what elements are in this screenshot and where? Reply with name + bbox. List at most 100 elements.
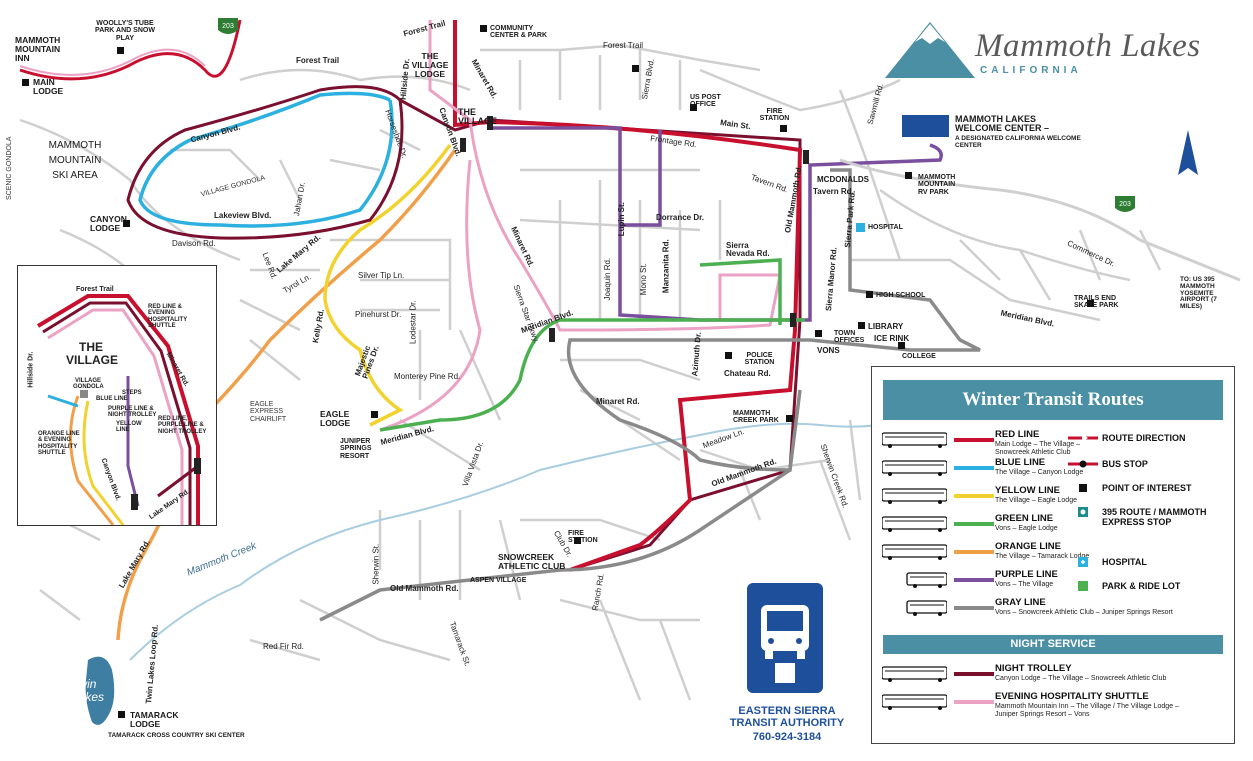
- logo-state: CALIFORNIA: [980, 65, 1082, 76]
- logo-mountain-icon: [885, 22, 975, 78]
- street-lupin: Lupin St.: [616, 202, 626, 237]
- legend-symbol: ROUTE DIRECTION: [1068, 433, 1227, 443]
- poi-eagle-lodge: EAGLE LODGE: [320, 409, 351, 428]
- esta-badge: EASTERN SIERRA TRANSIT AUTHORITY 760-924…: [722, 583, 852, 748]
- route-name: BLUE LINE: [995, 457, 1046, 468]
- route-desc: Main Lodge – The Village –: [995, 441, 1080, 448]
- route-desc2: Snowcreek Athletic Club: [995, 449, 1071, 456]
- legend-symbol-label: HOSPITAL: [1102, 557, 1147, 567]
- bus-icon: [881, 431, 948, 448]
- legend-symbol: HOSPITAL: [1078, 557, 1227, 567]
- street-red-fir: Red Fir Rd.: [263, 642, 304, 651]
- poi-rv-park: MAMMOTH MOUNTAIN RV PARK: [918, 174, 956, 196]
- poi-the-village: THE VILLAGE: [458, 107, 498, 127]
- street-old-mammoth-lower: Old Mammoth Rd.: [390, 584, 459, 593]
- poi-welcome-sub: A DESIGNATED CALIFORNIA WELCOME CENTER: [955, 135, 1081, 149]
- esta-name-line2: TRANSIT AUTHORITY: [729, 717, 845, 730]
- poi-mcdonalds: McDONALDS: [817, 175, 869, 184]
- poi-community-center: COMMUNITY CENTER & PARK: [490, 25, 548, 40]
- night-route-name: EVENING HOSPITALITY SHUTTLE: [995, 691, 1149, 702]
- inset-title: THE VILLAGE: [66, 340, 119, 367]
- poi-police: POLICE STATION: [744, 352, 775, 367]
- street-tavern-label: Tavern Rd.: [813, 187, 854, 196]
- night-service-title: NIGHT SERVICE: [883, 635, 1223, 654]
- poi-hospital: HOSPITAL: [868, 224, 903, 231]
- street-dorrance: Dorrance Dr.: [656, 213, 705, 222]
- gray-line: [319, 168, 981, 622]
- inset-forest-trail: Forest Trail: [76, 286, 114, 293]
- street-monterey: Monterey Pine Rd.: [394, 372, 461, 381]
- legend-symbol: POINT OF INTEREST: [1079, 483, 1227, 493]
- legend-symbol-label: POINT OF INTEREST: [1102, 483, 1192, 493]
- route-name: GREEN LINE: [995, 513, 1054, 524]
- bus-icon: [882, 571, 948, 588]
- yellow-line: [323, 143, 452, 427]
- inset-red-purple-trolley: RED LINE, PURPLE LINE & NIGHT TROLLEY: [158, 416, 207, 435]
- twin-lakes: [85, 656, 115, 725]
- orange-line: [116, 148, 457, 641]
- route-desc: Vons – Snowcreek Athletic Club – Juniper…: [995, 609, 1173, 616]
- night-trolley-line: [126, 85, 802, 572]
- night-route-desc: Mammoth Mountain Inn – The Village / The…: [995, 703, 1179, 710]
- poi-vons: VONS: [817, 346, 840, 355]
- poi-creek-park: MAMMOTH CREEK PARK: [733, 410, 779, 425]
- street-pinehurst: Pinehurst Dr.: [355, 310, 402, 319]
- route-desc: The Village – Tamarack Lodge: [995, 553, 1090, 560]
- poi-town-offices: TOWN OFFICES: [834, 330, 865, 345]
- compass-icon: [1178, 130, 1198, 175]
- night-route-swatch: [954, 672, 994, 676]
- poi-airport: TO: US 395 MAMMOTH YOSEMITE AIRPORT (7 m…: [1180, 276, 1217, 311]
- street-minaret-rd-south: Minaret Rd.: [596, 397, 640, 406]
- street-lodestar: Lodestar Dr.: [408, 300, 418, 344]
- inset-hillside: Hillside Dr.: [27, 351, 35, 388]
- poi-main-lodge: MAIN LODGE: [33, 77, 64, 96]
- mammoth-creek: [129, 419, 901, 661]
- street-chateau: Chateau Rd.: [724, 369, 771, 378]
- esta-name-line1: EASTERN SIERRA: [738, 705, 836, 717]
- route-desc: The Village – Eagle Lodge: [995, 497, 1077, 504]
- legend-symbol-label: PARK & RIDE LOT: [1102, 581, 1181, 591]
- svg-text:203: 203: [1119, 201, 1131, 208]
- inset-canvas: [36, 294, 201, 525]
- legend-symbol-label: BUS STOP: [1102, 459, 1148, 469]
- route-swatch: [954, 522, 994, 526]
- bus-stop-sign-icon: [747, 583, 823, 693]
- hwy-203: [19, 19, 242, 81]
- route-name: PURPLE LINE: [995, 569, 1058, 580]
- bus-icon: [881, 543, 948, 560]
- blue-line: [138, 91, 394, 228]
- poi-juniper: JUNIPER SPRINGS RESORT: [340, 438, 372, 460]
- street-mono: Mono St.: [638, 263, 648, 296]
- bus-icon: [881, 459, 948, 476]
- poi-mammoth-mountain-inn: MAMMOTH MOUNTAIN INN: [15, 35, 61, 63]
- point-of-interest-icon: [1066, 483, 1100, 495]
- poi-high-school: HIGH SCHOOL: [876, 292, 926, 299]
- legend-title: Winter Transit Routes: [883, 380, 1223, 420]
- park-and-ride-icon: [1066, 581, 1100, 593]
- hospital-icon: [1066, 557, 1100, 569]
- poi-village-lodge: THE VILLAGE LODGE: [411, 51, 449, 79]
- night-route-desc: Canyon Lodge – The Village – Snowcreek A…: [995, 675, 1167, 682]
- legend-symbol: PARK & RIDE LOT: [1078, 581, 1227, 591]
- route-name: YELLOW LINE: [995, 485, 1060, 496]
- esta-name: EASTERN SIERRA TRANSIT AUTHORITY: [722, 705, 852, 729]
- inset-yellow: YELLOW LINE: [116, 421, 142, 434]
- inset-steps: STEPS: [122, 390, 142, 396]
- poi-college: COLLEGE: [902, 353, 936, 360]
- svg-text:203: 203: [222, 23, 234, 30]
- inset-red-shuttle: RED LINE & EVENING HOSPITALITY SHUTTLE: [148, 304, 188, 329]
- street-lakeview: Lakeview Blvd.: [214, 211, 272, 220]
- express-stop-icon: [1066, 507, 1100, 519]
- poi-fire-station-2: FIRE STATION: [568, 530, 598, 545]
- street-davison: Davison Rd.: [172, 239, 216, 248]
- night-route-desc2: Juniper Springs Resort – Vons: [995, 711, 1090, 718]
- bus-icon: [882, 599, 948, 616]
- poi-eagle-express: EAGLE EXPRESS CHAIRLIFT: [250, 401, 287, 423]
- poi-markers: [22, 25, 1094, 718]
- poi-post-office: US POST OFFICE: [690, 94, 721, 109]
- inset-purple-trolley: PURPLE LINE & NIGHT TROLLEY: [108, 406, 157, 419]
- route-swatch: [954, 466, 994, 470]
- legend-symbol-label: ROUTE DIRECTION: [1102, 433, 1186, 443]
